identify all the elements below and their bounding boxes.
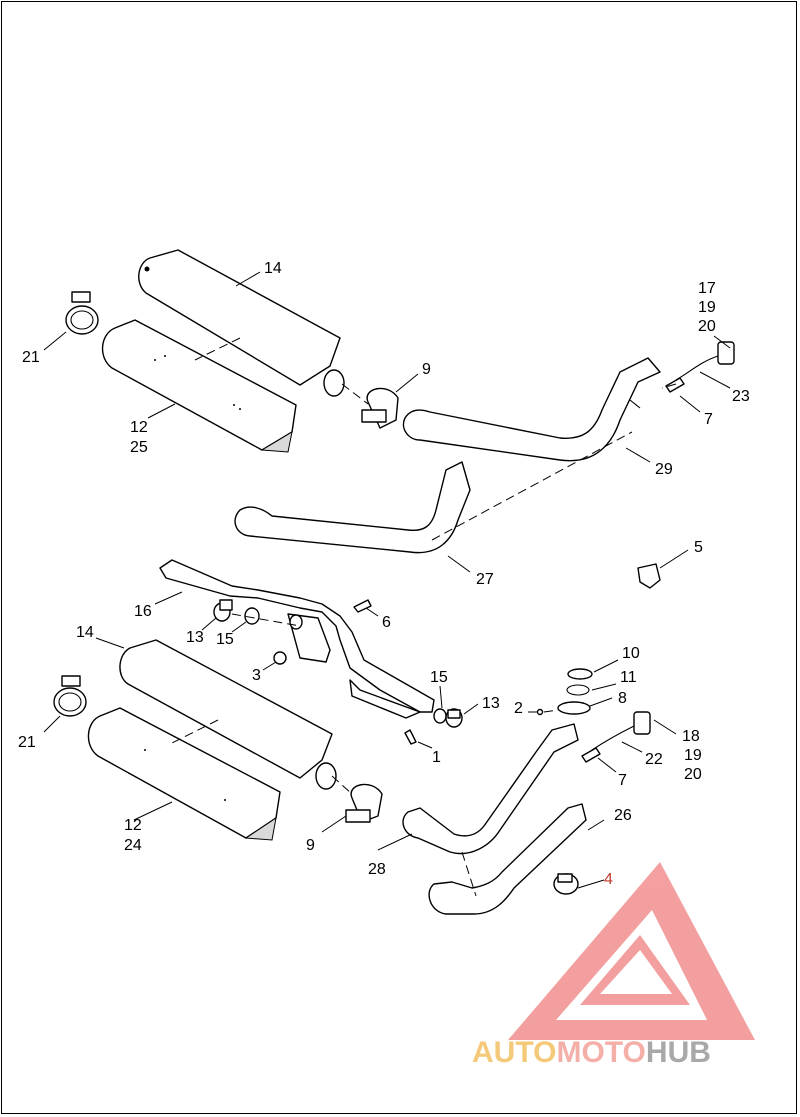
bolt-1 bbox=[404, 729, 417, 745]
callout-14-bottom: 14 bbox=[76, 624, 94, 641]
flange-8 bbox=[557, 701, 591, 715]
callout-16: 16 bbox=[134, 603, 152, 620]
callout-24: 24 bbox=[124, 837, 142, 854]
callout-10: 10 bbox=[622, 645, 640, 662]
muffler-shell-12-top bbox=[101, 319, 297, 453]
callout-21-top: 21 bbox=[22, 349, 40, 366]
muffler-14-top bbox=[138, 249, 345, 397]
clamp-4 bbox=[553, 873, 579, 895]
watermark-moto: MOTO bbox=[556, 1036, 646, 1069]
callout-29: 29 bbox=[655, 461, 673, 478]
callout-2: 2 bbox=[514, 700, 523, 717]
o2-sensor-bottom bbox=[581, 711, 651, 763]
callout-20-top: 20 bbox=[698, 318, 716, 335]
callout-11: 11 bbox=[620, 669, 637, 686]
callout-15-left: 15 bbox=[216, 631, 234, 648]
callout-26: 26 bbox=[614, 807, 632, 824]
callout-25: 25 bbox=[130, 439, 148, 456]
callout-numbers: 14 21 12 25 9 17 19 20 23 7 29 27 5 16 6… bbox=[18, 260, 750, 888]
clamp-21-top bbox=[65, 291, 99, 335]
callout-5: 5 bbox=[694, 539, 703, 556]
callout-7-top: 7 bbox=[704, 411, 713, 428]
callout-12-top: 12 bbox=[130, 419, 148, 436]
alignment-lines bbox=[169, 337, 677, 897]
nut-3 bbox=[273, 651, 287, 665]
watermark-auto: AUTO bbox=[472, 1036, 557, 1069]
clamp-13-right bbox=[433, 708, 463, 728]
watermark-logo bbox=[508, 862, 755, 1040]
retaining-ring-11 bbox=[566, 684, 590, 696]
callout-19-top: 19 bbox=[698, 299, 716, 316]
callout-6: 6 bbox=[382, 614, 391, 631]
callout-4: 4 bbox=[604, 871, 613, 888]
clamp-21-bottom bbox=[53, 675, 87, 717]
callout-18: 18 bbox=[682, 728, 700, 745]
callout-14-top: 14 bbox=[264, 260, 282, 277]
watermark-wordmark: AUTOMOTOHUB bbox=[472, 1036, 711, 1070]
nut-2 bbox=[536, 708, 544, 716]
callout-3: 3 bbox=[252, 667, 261, 684]
watermark-hub: HUB bbox=[645, 1036, 711, 1069]
header-pipe-27 bbox=[234, 461, 471, 554]
callout-9-top: 9 bbox=[422, 361, 431, 378]
callout-23: 23 bbox=[732, 388, 750, 405]
header-pipe-28 bbox=[402, 723, 579, 855]
callout-28: 28 bbox=[368, 861, 386, 878]
callout-1: 1 bbox=[432, 749, 441, 766]
muffler-14-bottom bbox=[119, 639, 337, 790]
callout-9-bottom: 9 bbox=[306, 837, 315, 854]
gasket-10 bbox=[567, 668, 593, 680]
callout-13-right: 13 bbox=[482, 695, 500, 712]
callout-21-bottom: 21 bbox=[18, 734, 36, 751]
callout-20-bottom: 20 bbox=[684, 766, 702, 783]
callout-19-bottom: 19 bbox=[684, 747, 702, 764]
callout-8: 8 bbox=[618, 690, 627, 707]
callout-27: 27 bbox=[476, 571, 494, 588]
callout-7-bottom: 7 bbox=[618, 772, 627, 789]
bolt-6 bbox=[353, 599, 372, 613]
clamp-9-bottom bbox=[345, 783, 383, 823]
callout-15-right: 15 bbox=[430, 669, 448, 686]
heat-shield-26 bbox=[428, 803, 587, 915]
header-pipe-29 bbox=[402, 357, 661, 462]
callout-22: 22 bbox=[645, 751, 663, 768]
clamp-13-left bbox=[213, 599, 303, 630]
muffler-shell-12-bottom bbox=[87, 707, 281, 841]
callout-17: 17 bbox=[698, 280, 716, 297]
callout-13-left: 13 bbox=[186, 629, 204, 646]
callout-12-bottom: 12 bbox=[124, 817, 142, 834]
bracket-5 bbox=[637, 563, 661, 589]
clamp-9-top bbox=[361, 387, 399, 429]
leader-lines bbox=[43, 271, 731, 889]
